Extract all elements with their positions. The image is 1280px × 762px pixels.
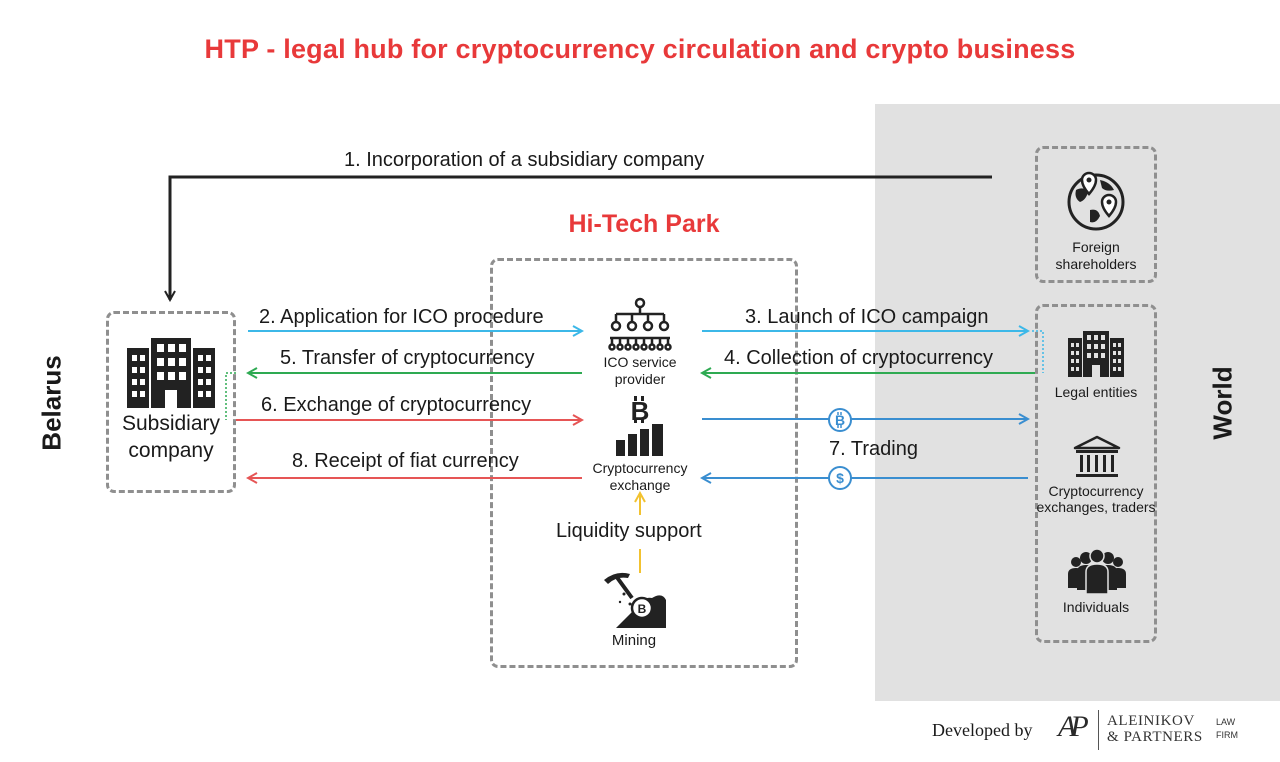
- flow-6-label: 6. Exchange of cryptocurrency: [261, 394, 532, 416]
- flow-1-arrow: [170, 175, 992, 300]
- flow-7-label: 7. Trading: [829, 438, 918, 460]
- ico-provider-label: ICO service provider: [603, 354, 677, 387]
- firm-name-line-1: ALEINIKOV: [1107, 713, 1195, 729]
- mining-label: Mining: [611, 632, 657, 649]
- people-group-icon: [1068, 548, 1126, 595]
- crypto-exchange-label: Cryptocurrency exchange: [592, 460, 688, 493]
- flow-5-label: 5. Transfer of cryptocurrency: [280, 347, 535, 369]
- globe-pins-icon: [1067, 171, 1125, 231]
- svg-text:B: B: [631, 396, 650, 426]
- bitcoin-coin-icon: B: [828, 408, 852, 432]
- individuals-label: Individuals: [1062, 599, 1130, 615]
- foreign-shareholders-label: Foreign shareholders: [1055, 239, 1137, 272]
- bank-columns-icon: [1073, 435, 1121, 477]
- exchanges-traders-label: Cryptocurrency exchanges, traders: [1036, 483, 1156, 515]
- firm-type-line-2: FIRM: [1216, 730, 1238, 740]
- subsidiary-label: Subsidiary company: [121, 412, 221, 462]
- firm-name-line-2: & PARTNERS: [1107, 729, 1203, 745]
- hitech-park-label: Hi-Tech Park: [568, 210, 720, 238]
- flow-2-label: 2. Application for ICO procedure: [259, 306, 544, 328]
- org-hierarchy-icon: [608, 297, 672, 351]
- foreign-shareholders-box: [1035, 146, 1157, 283]
- world-participants-box: [1035, 304, 1157, 643]
- office-building-icon: [1068, 331, 1124, 377]
- svg-text:B: B: [638, 602, 647, 616]
- legal-entities-label: Legal entities: [1054, 384, 1138, 400]
- ap-logo-mark: AP: [1058, 710, 1089, 743]
- flow-3-dotted: [1032, 330, 1044, 373]
- flow-1-label: 1. Incorporation of a subsidiary company: [344, 149, 705, 171]
- flow-8-label: 8. Receipt of fiat currency: [292, 450, 519, 472]
- liquidity-label: Liquidity support: [556, 520, 702, 542]
- firm-name: ALEINIKOV & PARTNERS: [1107, 713, 1203, 745]
- logo-divider: [1098, 710, 1099, 750]
- hitech-park-box: [490, 258, 798, 668]
- flow-5-dotted: [225, 372, 236, 420]
- firm-type: LAW FIRM: [1216, 716, 1238, 742]
- page-title: HTP - legal hub for cryptocurrency circu…: [204, 34, 1076, 64]
- bitcoin-bar-chart-icon: B: [616, 396, 663, 456]
- developed-by-text: Developed by: [932, 720, 1033, 740]
- building-icon: [127, 338, 215, 408]
- flow-4-label: 4. Collection of cryptocurrency: [724, 347, 994, 369]
- subsidiary-box: [106, 311, 236, 493]
- svg-text:$: $: [836, 470, 844, 486]
- firm-type-line-1: LAW: [1216, 717, 1236, 727]
- world-region-panel: [875, 104, 1280, 701]
- flow-3-label: 3. Launch of ICO campaign: [745, 306, 989, 328]
- pickaxe-bitcoin-icon: B: [604, 572, 666, 628]
- svg-text:B: B: [835, 412, 845, 428]
- dollar-coin-icon: $: [828, 466, 852, 490]
